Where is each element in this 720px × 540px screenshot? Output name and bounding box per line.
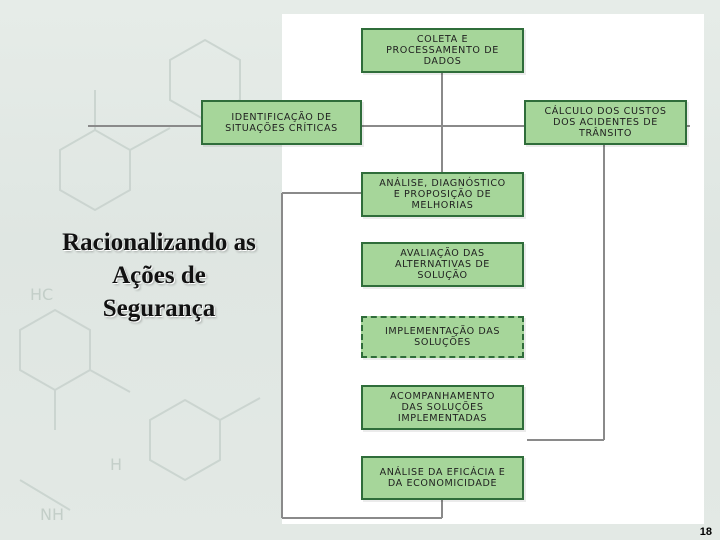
node-identificacao-situacoes: IDENTIFICAÇÃO DE SITUAÇÕES CRÍTICAS xyxy=(201,100,362,145)
node-calculo-custos: CÁLCULO DOS CUSTOS DOS ACIDENTES DE TRÂN… xyxy=(524,100,687,145)
node-acompanhamento-solucoes: ACOMPANHAMENTO DAS SOLUÇÕES IMPLEMENTADA… xyxy=(361,385,524,430)
node-avaliacao-alternativas: AVALIAÇÃO DAS ALTERNATIVAS DE SOLUÇÃO xyxy=(361,242,524,287)
node-coleta-processamento: COLETA E PROCESSAMENTO DE DADOS xyxy=(361,28,524,73)
svg-text:HC: HC xyxy=(30,285,53,304)
page-number: 18 xyxy=(699,526,712,538)
svg-text:NH: NH xyxy=(40,505,64,524)
node-implementacao-solucoes: IMPLEMENTAÇÃO DAS SOLUÇÕES xyxy=(361,316,524,358)
node-analise-eficacia: ANÁLISE DA EFICÁCIA E DA ECONOMICIDADE xyxy=(361,456,524,500)
slide-title: Racionalizando as Ações de Segurança xyxy=(62,229,256,322)
svg-text:O: O xyxy=(120,235,133,254)
svg-text:H: H xyxy=(110,455,122,474)
node-analise-diagnostico: ANÁLISE, DIAGNÓSTICO E PROPOSIÇÃO DE MEL… xyxy=(361,172,524,217)
